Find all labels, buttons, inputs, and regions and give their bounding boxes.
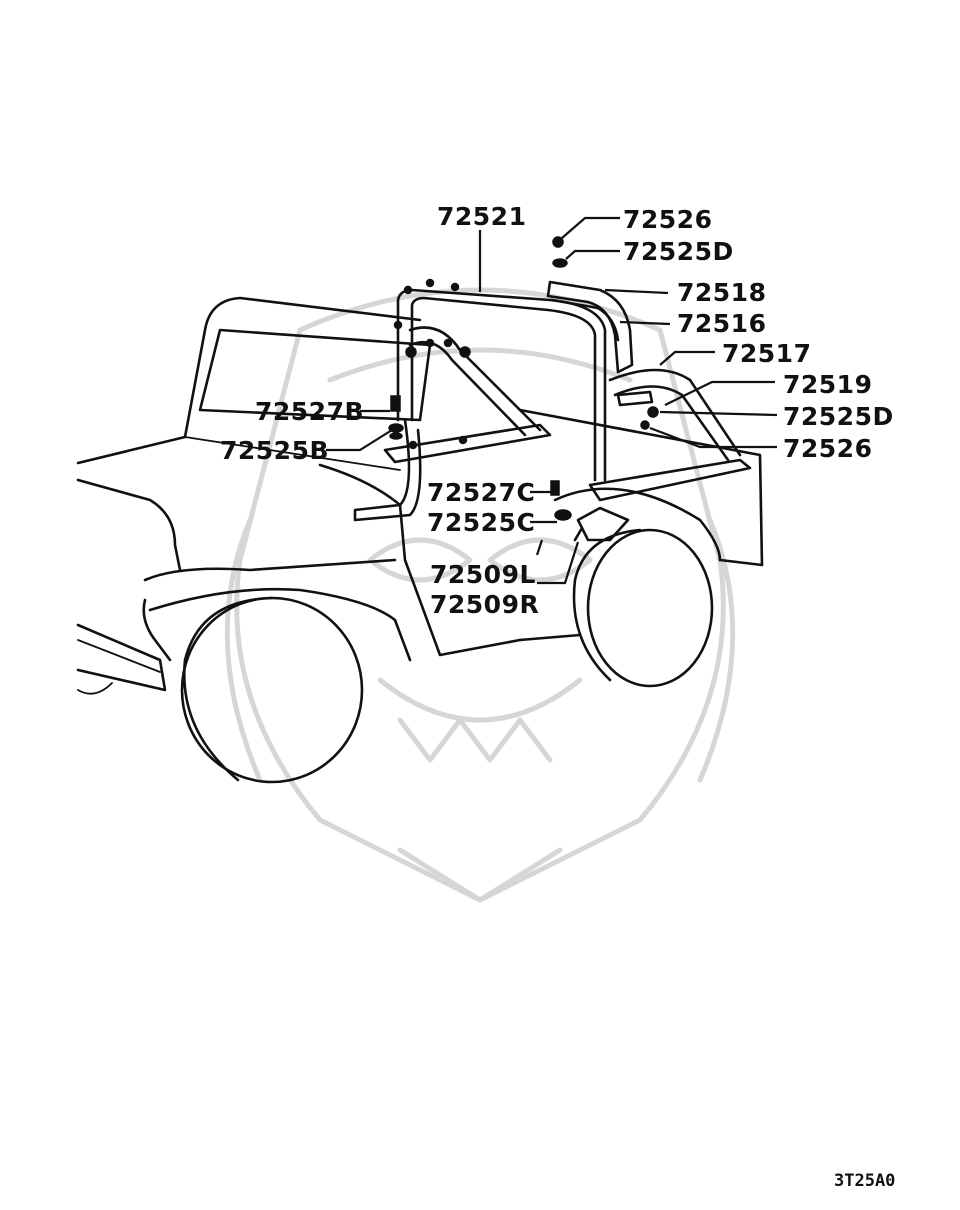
rear-wheel <box>572 528 714 688</box>
callout-72518: 72518 <box>677 278 766 307</box>
callout-72526-mid: 72526 <box>783 434 872 463</box>
callout-72509r: 72509R <box>430 590 539 619</box>
callout-72526-top: 72526 <box>623 205 712 234</box>
vehicle-body <box>76 296 764 695</box>
callout-72527b: 72527B <box>255 397 364 426</box>
callout-72525c: 72525C <box>427 508 535 537</box>
callout-72527c: 72527C <box>427 478 535 507</box>
callout-72525d-top: 72525D <box>623 237 734 266</box>
callout-72519: 72519 <box>783 370 872 399</box>
callout-72525b: 72525B <box>220 436 329 465</box>
callout-72517: 72517 <box>722 339 811 368</box>
front-wheel <box>180 596 364 784</box>
callout-72521: 72521 <box>437 202 526 231</box>
callout-72509l: 72509L <box>430 560 536 589</box>
leader-lines <box>326 216 778 585</box>
callout-labels: 72521 72526 72525D 72518 72516 72517 725… <box>220 202 895 1191</box>
callout-72516: 72516 <box>677 309 766 338</box>
callout-72525d-mid: 72525D <box>783 402 894 431</box>
diagram-code: 3T25A0 <box>834 1171 895 1191</box>
roll-bar-assembly <box>353 236 742 542</box>
